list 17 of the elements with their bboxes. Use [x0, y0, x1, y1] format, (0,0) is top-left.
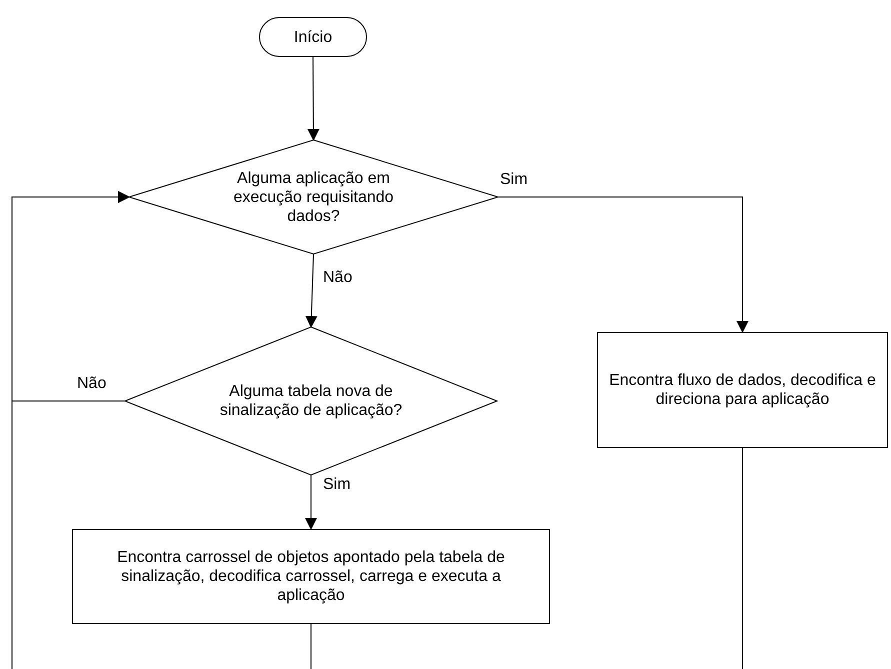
- decision-diamond: [129, 140, 498, 254]
- decision-diamond: [125, 327, 497, 475]
- node-text: Alguma aplicação em execução requisitando dados?: [232, 168, 395, 226]
- arrow: [305, 474, 317, 530]
- arrow: [12, 191, 130, 669]
- connector-line: [742, 448, 743, 669]
- arrow: [498, 196, 748, 333]
- process-box: [597, 332, 888, 448]
- process-box: [72, 529, 550, 624]
- terminal-box: [259, 17, 367, 57]
- node-text: Encontra fluxo de dados, decodifica e direciona para aplicação: [608, 371, 877, 409]
- node-text: Alguma tabela nova de sinalização de aplicação?: [218, 382, 404, 420]
- arrow: [305, 254, 318, 328]
- arrow: [307, 56, 320, 141]
- node-text: Encontra carrossel de objetos apontado pela tabela de sinalização, decodifica carrossel, carrega e executa a aplicação: [116, 548, 506, 605]
- connector-line: [310, 624, 312, 669]
- node-text: Início: [292, 28, 334, 46]
